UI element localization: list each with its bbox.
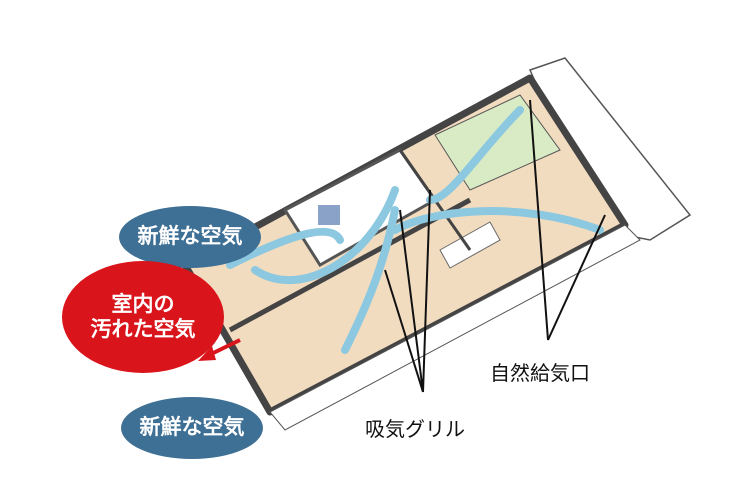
intake-grille-label: 吸気グリル <box>365 417 465 441</box>
airflow-arrow <box>426 106 524 204</box>
airflow-arrow <box>251 186 399 284</box>
airflow-arrow <box>391 207 604 234</box>
airflow-arrows <box>226 106 604 354</box>
fresh-air-bubble-top: 新鮮な空気 <box>119 206 261 268</box>
leader-lines <box>384 99 606 393</box>
airflow-arrow <box>341 206 399 354</box>
fresh-air-bubble-bottom: 新鮮な空気 <box>121 397 263 459</box>
base-slab <box>269 224 641 431</box>
unit <box>318 205 340 225</box>
wall <box>228 197 472 333</box>
exhaust-arrowhead <box>198 346 216 361</box>
kitchen-counter <box>439 221 501 269</box>
dirty-air-bubble: 室内の 汚れた空気 <box>62 261 224 373</box>
airflow-arrow <box>226 227 344 269</box>
natural-inlet-label: 自然給気口 <box>490 361 590 385</box>
